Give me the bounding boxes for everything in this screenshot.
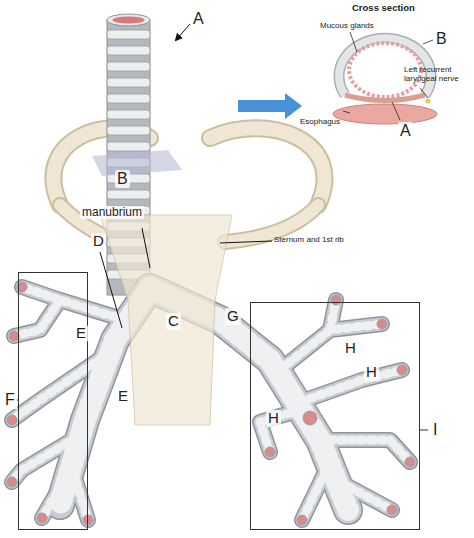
part-letter: H [343,340,358,357]
part-name: Left recurrent laryngeal nerve [404,66,468,84]
bracket-letter: F [3,391,17,409]
bracket-tick [14,400,428,430]
part-letter: D [91,233,106,250]
leader-line [100,24,272,328]
bracket-box: F [18,272,88,530]
part-letter: B [115,170,130,188]
sternum [100,215,232,425]
part-letter: A [191,10,206,28]
part-name: Mucous glands [320,22,374,31]
part-letter: A [398,122,413,140]
bracket-letter: I [431,421,439,439]
part-letter: H [364,364,379,381]
part-letter: E [74,325,88,342]
part-letter: E [116,388,130,405]
inset-title: Cross section [352,3,415,13]
part-letter: H [266,410,281,427]
part-name: manubrium [80,206,144,219]
pointer-arrow [238,93,302,119]
part-letter: G [225,308,241,325]
part-letter: C [166,313,181,330]
part-name: Esophagus [300,118,340,127]
part-name: Sternum and 1st rib [274,236,344,245]
part-letter: B [434,30,449,48]
